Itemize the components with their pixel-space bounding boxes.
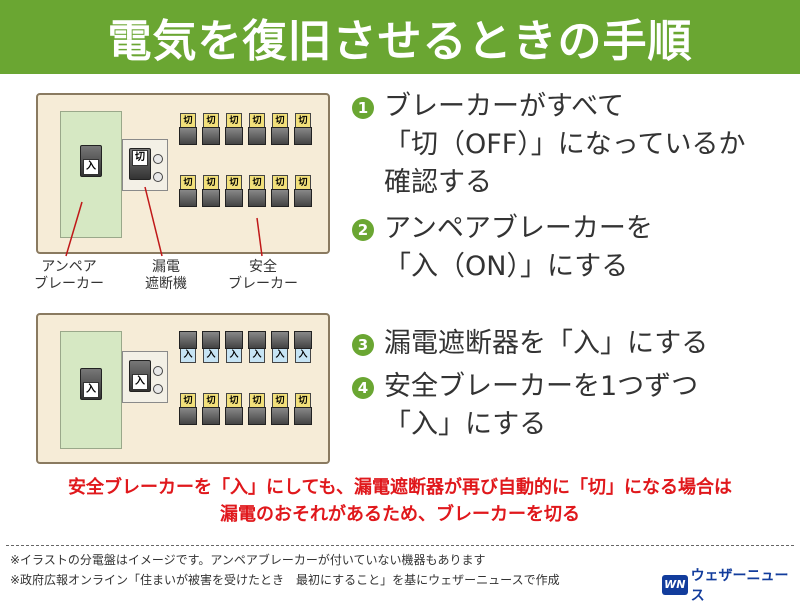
- logo-text: ウェザーニュース: [690, 568, 789, 604]
- earth-leakage-breaker-plate: 入: [122, 351, 168, 403]
- breaker-switch: [271, 331, 289, 349]
- breaker-switch: [248, 407, 266, 425]
- breaker-switch: [248, 331, 266, 349]
- safety-breaker: 切: [247, 113, 266, 145]
- breaker-switch: [248, 127, 266, 145]
- breaker-switch: [179, 407, 197, 425]
- breaker-switch: [248, 189, 266, 207]
- step-text: アンペアブレーカーを 「入（ON）」にする: [384, 213, 653, 282]
- safety-breaker: 切: [178, 175, 197, 207]
- breaker-switch: [202, 127, 220, 145]
- ampere-breaker-plate: 入: [60, 111, 122, 238]
- ampere-breaker-lever: 入: [80, 145, 102, 177]
- footnote-1: ※イラストの分電盤はイメージです。アンペアブレーカーが付いていない機器もあります: [10, 553, 486, 567]
- breaker-switch: [225, 407, 243, 425]
- ampere-breaker-plate: 入: [60, 331, 122, 449]
- safety-breaker: 切: [293, 393, 312, 425]
- safety-breaker-state: 切: [180, 393, 196, 409]
- elcb-lever: 入: [129, 360, 151, 392]
- footnote-2: ※政府広報オンライン「住まいが被害を受けたとき 最初にすること」を基にウェザーニ…: [10, 573, 560, 587]
- breaker-switch: [179, 127, 197, 145]
- safety-breaker: 切: [224, 393, 243, 425]
- step-number-badge: 4: [352, 377, 374, 399]
- ampere-breaker-state: 入: [83, 159, 99, 175]
- safety-breaker: 入: [270, 331, 289, 363]
- safety-breaker: 切: [224, 113, 243, 145]
- step-4: 4 安全ブレーカーを1つずつ 「入」にする: [352, 368, 698, 444]
- safety-breaker-state: 入: [295, 347, 311, 363]
- step-number-badge: 3: [352, 334, 374, 356]
- safety-breaker-state: 切: [226, 113, 242, 129]
- breaker-switch: [202, 189, 220, 207]
- step-2: 2 アンペアブレーカーを 「入（ON）」にする: [352, 210, 653, 286]
- safety-breaker: 入: [201, 331, 220, 363]
- safety-breaker: 入: [293, 331, 312, 363]
- screw-icon: [153, 384, 163, 394]
- breaker-switch: [271, 189, 289, 207]
- safety-breaker: 入: [178, 331, 197, 363]
- earth-leakage-breaker-plate: 切: [122, 139, 168, 191]
- safety-breaker-state: 入: [203, 347, 219, 363]
- elcb-state: 入: [132, 374, 148, 390]
- safety-breaker: 切: [178, 113, 197, 145]
- breaker-switch: [179, 189, 197, 207]
- breaker-switch: [294, 407, 312, 425]
- ampere-breaker-caption: アンペア ブレーカー: [34, 259, 104, 292]
- step-number-badge: 2: [352, 219, 374, 241]
- page-title: 電気を復旧させるときの手順: [107, 16, 693, 67]
- screw-icon: [153, 172, 163, 182]
- breaker-switch: [294, 189, 312, 207]
- step-number-badge: 1: [352, 97, 374, 119]
- breaker-switch: [271, 127, 289, 145]
- safety-breaker: 切: [247, 175, 266, 207]
- step-3: 3 漏電遮断器を「入」にする: [352, 325, 708, 363]
- safety-breaker-state: 入: [272, 347, 288, 363]
- safety-breaker: 切: [270, 393, 289, 425]
- breaker-switch: [202, 331, 220, 349]
- header-banner: 電気を復旧させるときの手順: [0, 0, 800, 74]
- elcb-lever: 切: [129, 148, 151, 180]
- elcb-state: 切: [132, 150, 148, 166]
- safety-breaker: 切: [293, 113, 312, 145]
- safety-breaker: 切: [270, 113, 289, 145]
- divider: [6, 545, 794, 546]
- breaker-switch: [271, 407, 289, 425]
- step-1: 1 ブレーカーがすべて 「切（OFF）」になっているか 確認する: [352, 88, 745, 202]
- breaker-switch: [225, 127, 243, 145]
- distribution-panel-before: 入 切 切 切 切 切 切 切 切 切 切 切 切 切: [36, 93, 330, 254]
- safety-breaker-state: 入: [180, 347, 196, 363]
- screw-icon: [153, 366, 163, 376]
- distribution-panel-after: 入 入 入 入 入 入 入 入 切 切 切 切 切 切: [36, 313, 330, 464]
- step-text: ブレーカーがすべて 「切（OFF）」になっているか 確認する: [384, 91, 746, 198]
- safety-breaker: 切: [178, 393, 197, 425]
- safety-breaker: 入: [224, 331, 243, 363]
- safety-breaker: 切: [201, 113, 220, 145]
- breaker-switch: [294, 127, 312, 145]
- screw-icon: [153, 154, 163, 164]
- safety-breaker: 切: [201, 393, 220, 425]
- safety-breaker: 切: [201, 175, 220, 207]
- breaker-switch: [294, 331, 312, 349]
- safety-breaker: 切: [247, 393, 266, 425]
- ampere-breaker-state: 入: [83, 382, 99, 398]
- step-text: 安全ブレーカーを1つずつ 「入」にする: [384, 371, 699, 440]
- elcb-caption: 漏電 遮断機: [145, 259, 187, 292]
- weathernews-logo: WN ウェザーニュース: [662, 565, 800, 605]
- breaker-switch: [225, 331, 243, 349]
- safety-breaker: 切: [270, 175, 289, 207]
- logo-mark-icon: WN: [662, 575, 688, 595]
- safety-breaker-caption: 安全 ブレーカー: [228, 259, 298, 292]
- step-text: 漏電遮断器を「入」にする: [384, 328, 709, 359]
- warning-text: 安全ブレーカーを「入」にしても、漏電遮断器が再び自動的に「切」になる場合は 漏電…: [67, 477, 733, 525]
- safety-breaker: 入: [247, 331, 266, 363]
- breaker-switch: [202, 407, 220, 425]
- breaker-switch: [225, 189, 243, 207]
- safety-breaker: 切: [293, 175, 312, 207]
- ampere-breaker-lever: 入: [80, 368, 102, 400]
- safety-breaker-state: 入: [249, 347, 265, 363]
- safety-breaker: 切: [224, 175, 243, 207]
- safety-breaker-state: 入: [226, 347, 242, 363]
- breaker-switch: [179, 331, 197, 349]
